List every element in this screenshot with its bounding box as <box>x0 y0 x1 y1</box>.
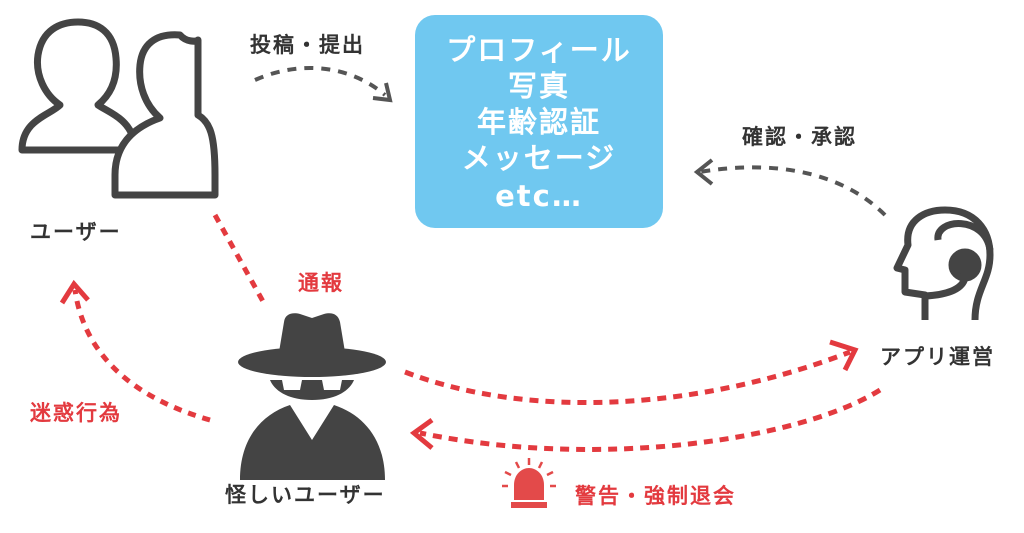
suspicious-user-label: 怪しいユーザー <box>225 483 386 507</box>
content-line: 年齢認証 <box>477 105 601 139</box>
confirm-label: 確認・承認 <box>742 125 857 149</box>
siren-icon <box>502 458 556 508</box>
users-label: ユーザー <box>30 220 122 244</box>
content-line: 写真 <box>508 69 570 103</box>
warning-arrow <box>409 387 882 452</box>
confirm-arrow <box>693 158 887 217</box>
operator-headset-icon <box>893 206 994 321</box>
report-to-operator-arrow <box>404 339 859 405</box>
spy-icon <box>238 313 386 480</box>
operator-label: アプリ運営 <box>880 345 995 369</box>
submit-arrow <box>254 66 393 103</box>
content-line: etc… <box>495 179 583 213</box>
warning-label: 警告・強制退会 <box>574 484 736 508</box>
nuisance-arrow <box>59 279 211 423</box>
content-line: プロフィール <box>446 33 631 67</box>
report-line <box>212 213 268 307</box>
content-line: メッセージ <box>462 141 616 175</box>
nuisance-label: 迷惑行為 <box>29 401 122 425</box>
report-label: 通報 <box>298 271 344 295</box>
users-icon <box>18 18 219 199</box>
content-box: プロフィール 写真 年齢認証 メッセージ etc… <box>415 15 663 228</box>
submit-label: 投稿・提出 <box>250 33 365 57</box>
